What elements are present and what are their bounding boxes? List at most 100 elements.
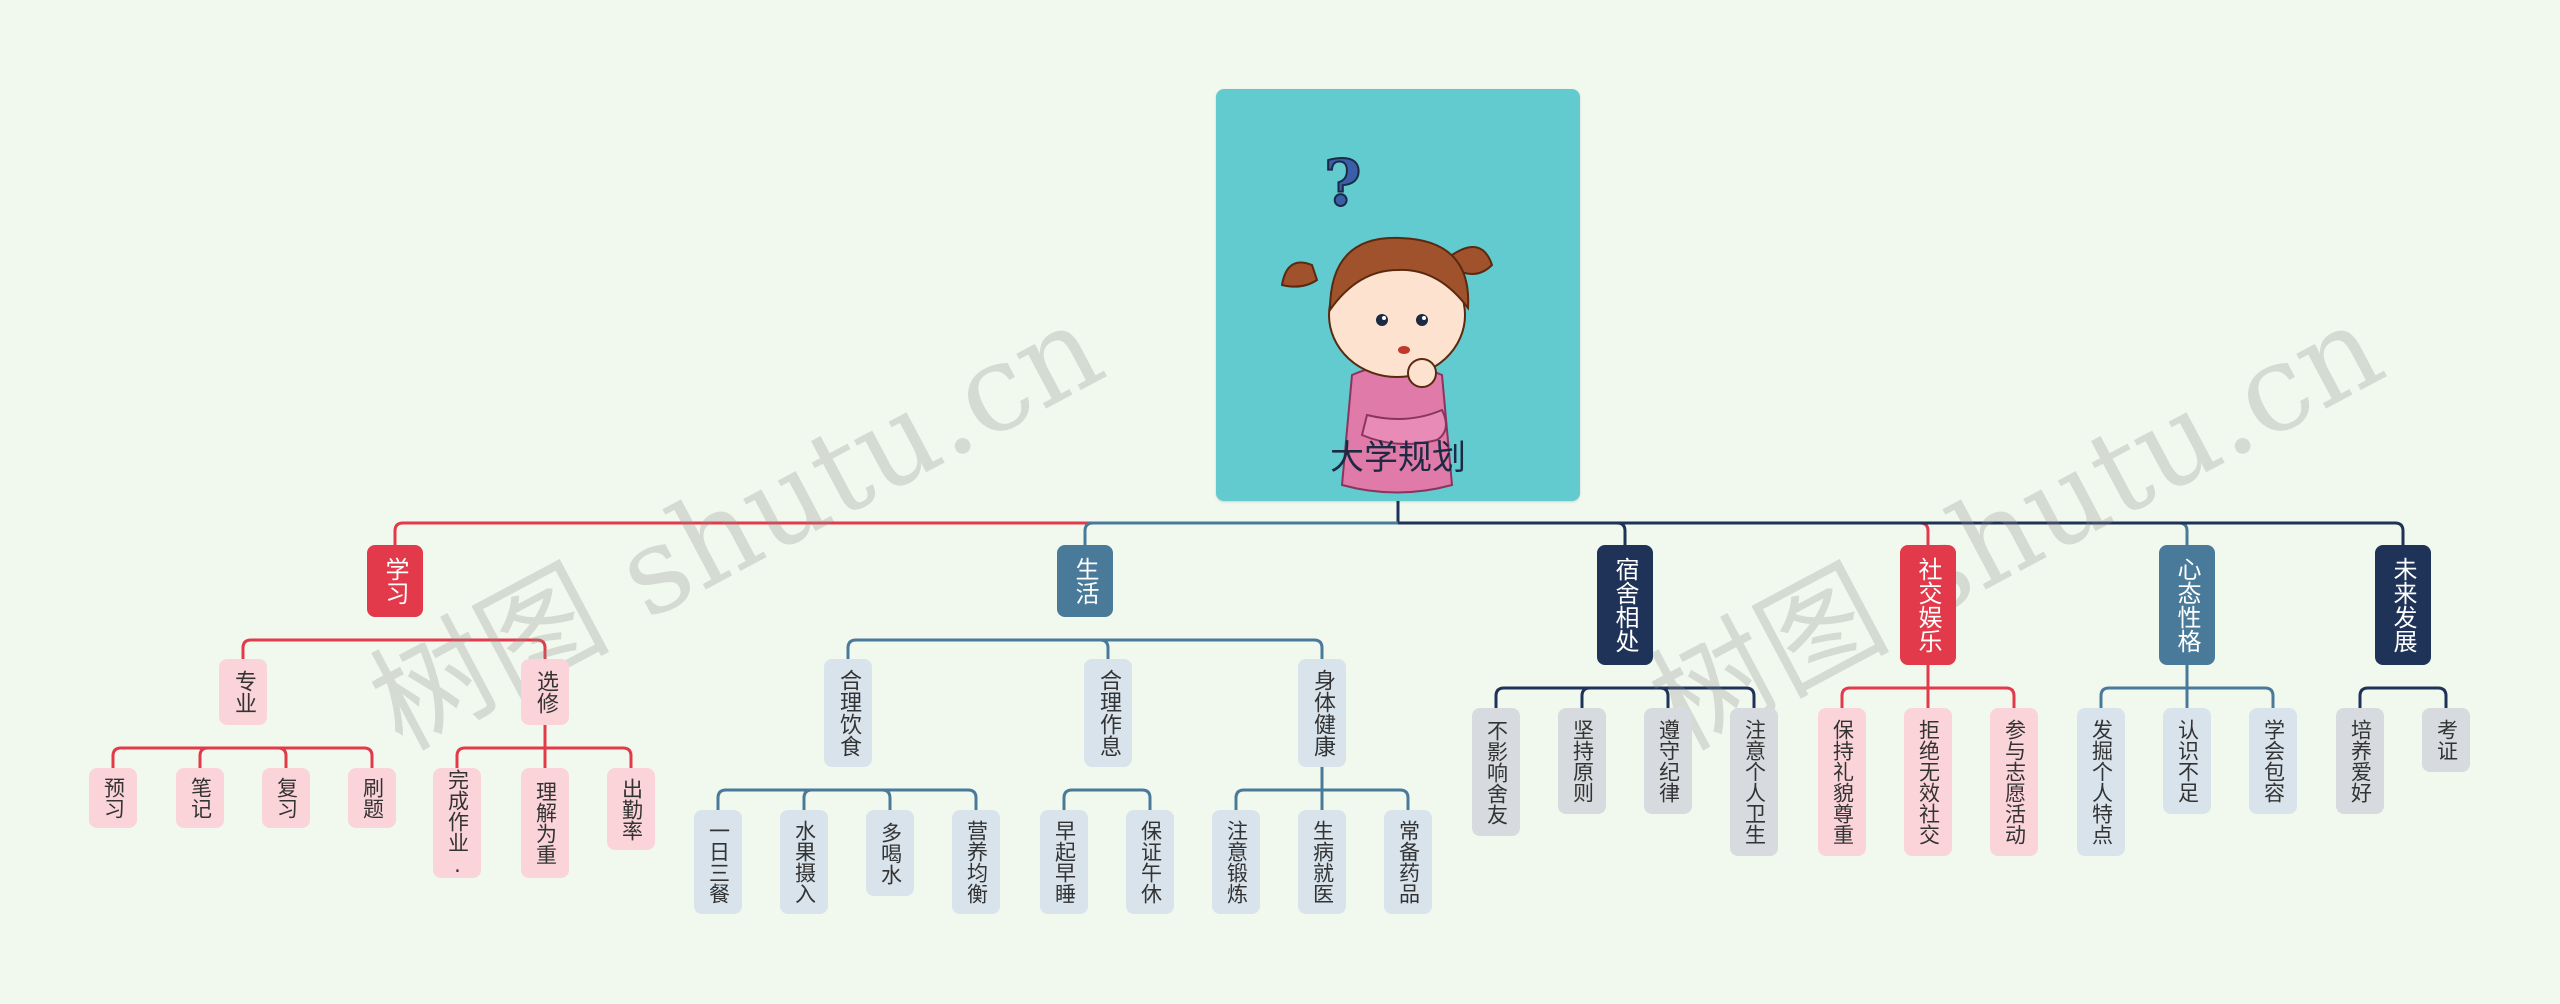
subnode-2-0[interactable]: 不影响舍友 (1472, 708, 1520, 836)
leaf-connector-1-0-0 (716, 788, 848, 810)
root-node[interactable]: ? 大学规划 (1216, 89, 1580, 501)
subnode-0-1[interactable]: 选修 (521, 659, 569, 725)
branch-1-label: 生活 (1071, 557, 1099, 605)
leaf-1-1-1[interactable]: 保证午休 (1126, 810, 1174, 914)
leaf-1-0-0[interactable]: 一日三餐 (694, 810, 742, 914)
sub-connector-2-3 (1625, 686, 1756, 708)
subnode-0-0[interactable]: 专业 (219, 659, 267, 725)
branch-1[interactable]: 生活 (1057, 545, 1113, 617)
leaf-0-0-3[interactable]: 刷题 (348, 768, 396, 828)
subnode-1-1[interactable]: 合理作息 (1084, 659, 1132, 767)
subnode-1-0[interactable]: 合理饮食 (824, 659, 872, 767)
leaf-1-1-0-label: 早起早睡 (1052, 820, 1077, 904)
sub-connector-3-0 (1840, 686, 1928, 708)
leaf-1-2-2-label: 常备药品 (1396, 820, 1421, 904)
branch-2-label: 宿舍相处 (1611, 557, 1639, 653)
branch-connector-1 (1083, 521, 1398, 545)
leaf-connector-1-0-2 (848, 788, 892, 810)
branch-3[interactable]: 社交娱乐 (1900, 545, 1956, 665)
leaf-0-0-2[interactable]: 复习 (262, 768, 310, 828)
subnode-2-2-label: 遵守纪律 (1656, 719, 1681, 803)
leaf-1-0-3[interactable]: 营养均衡 (952, 810, 1000, 914)
sub-connector-5-1 (2403, 686, 2448, 708)
branch-0-label: 学习 (381, 557, 409, 605)
branch-5[interactable]: 未来发展 (2375, 545, 2431, 665)
leaf-0-0-1[interactable]: 笔记 (176, 768, 224, 828)
leaf-connector-0-1-2 (545, 746, 633, 768)
subnode-4-1[interactable]: 认识不足 (2163, 708, 2211, 814)
subnode-2-1-label: 坚持原则 (1570, 719, 1595, 803)
leaf-0-1-1-label: 理解为重 (533, 781, 558, 865)
subnode-4-2-label: 学会包容 (2261, 719, 2286, 803)
leaf-connector-1-2-0 (1234, 788, 1322, 810)
subnode-4-2[interactable]: 学会包容 (2249, 708, 2297, 814)
subnode-3-1[interactable]: 拒绝无效社交 (1904, 708, 1952, 856)
sub-connector-5-0 (2358, 686, 2403, 708)
subnode-1-0-label: 合理饮食 (836, 669, 861, 757)
subnode-4-0-label: 发掘个人特点 (2089, 719, 2114, 845)
sub-connector-1-0 (846, 638, 1085, 659)
branch-4[interactable]: 心态性格 (2159, 545, 2215, 665)
leaf-0-1-2-label: 出勤率 (619, 777, 644, 841)
leaf-1-2-0[interactable]: 注意锻炼 (1212, 810, 1260, 914)
subnode-4-0[interactable]: 发掘个人特点 (2077, 708, 2125, 856)
leaf-0-0-0-label: 预习 (101, 777, 126, 819)
subnode-2-3-label: 注意个人卫生 (1742, 719, 1767, 845)
leaf-1-0-2-label: 多喝水 (878, 821, 903, 885)
branch-4-label: 心态性格 (2173, 557, 2201, 653)
subnode-3-2[interactable]: 参与志愿活动 (1990, 708, 2038, 856)
leaf-connector-1-2-2 (1322, 788, 1410, 810)
subnode-2-1[interactable]: 坚持原则 (1558, 708, 1606, 814)
sub-connector-2-0 (1494, 686, 1625, 708)
subnode-2-0-label: 不影响舍友 (1484, 719, 1509, 825)
leaf-0-1-2[interactable]: 出勤率 (607, 768, 655, 850)
leaf-0-1-0[interactable]: 完成作业. (433, 768, 481, 878)
sub-connector-1-1 (1085, 638, 1110, 659)
subnode-2-2[interactable]: 遵守纪律 (1644, 708, 1692, 814)
leaf-0-0-0[interactable]: 预习 (89, 768, 137, 828)
leaf-1-2-2[interactable]: 常备药品 (1384, 810, 1432, 914)
leaf-1-2-1-label: 生病就医 (1310, 820, 1335, 904)
branch-5-label: 未来发展 (2389, 557, 2417, 653)
subnode-3-0[interactable]: 保持礼貌尊重 (1818, 708, 1866, 856)
leaf-connector-0-0-1 (198, 746, 243, 768)
subnode-5-1[interactable]: 考证 (2422, 708, 2470, 772)
branch-connector-5 (1398, 521, 2405, 545)
subnode-4-1-label: 认识不足 (2175, 719, 2200, 803)
leaf-0-1-0-label: 完成作业. (445, 769, 470, 877)
branch-2[interactable]: 宿舍相处 (1597, 545, 1653, 665)
leaf-1-2-1[interactable]: 生病就医 (1298, 810, 1346, 914)
sub-connector-0-1 (395, 638, 547, 659)
sub-connector-2-2 (1625, 686, 1670, 708)
subnode-5-0-label: 培养爱好 (2348, 719, 2373, 803)
leaf-connector-0-1-0 (455, 746, 545, 768)
subnode-3-1-label: 拒绝无效社交 (1916, 719, 1941, 845)
branch-0[interactable]: 学习 (367, 545, 423, 617)
subnode-1-1-label: 合理作息 (1096, 669, 1121, 757)
sub-connector-3-2 (1928, 686, 2016, 708)
leaf-1-0-1[interactable]: 水果摄入 (780, 810, 828, 914)
subnode-1-2[interactable]: 身体健康 (1298, 659, 1346, 767)
leaf-0-0-2-label: 复习 (274, 777, 299, 819)
leaf-0-1-1[interactable]: 理解为重 (521, 768, 569, 878)
branch-connector-0 (393, 521, 1398, 545)
subnode-3-0-label: 保持礼貌尊重 (1830, 719, 1855, 845)
subnode-0-0-label: 专业 (231, 670, 256, 714)
subnode-5-0[interactable]: 培养爱好 (2336, 708, 2384, 814)
leaf-connector-0-0-0 (111, 746, 243, 768)
subnode-3-2-label: 参与志愿活动 (2002, 719, 2027, 845)
leaf-1-1-1-label: 保证午休 (1138, 820, 1163, 904)
leaf-1-0-3-label: 营养均衡 (964, 820, 989, 904)
leaf-1-0-2[interactable]: 多喝水 (866, 810, 914, 896)
svg-text:?: ? (1324, 146, 1362, 221)
branch-3-label: 社交娱乐 (1914, 557, 1942, 653)
leaf-connector-1-1-1 (1108, 788, 1152, 810)
subnode-1-2-label: 身体健康 (1310, 669, 1335, 757)
leaf-connector-1-0-1 (802, 788, 848, 810)
leaf-1-1-0[interactable]: 早起早睡 (1040, 810, 1088, 914)
subnode-2-3[interactable]: 注意个人卫生 (1730, 708, 1778, 856)
subnode-5-1-label: 考证 (2434, 719, 2459, 761)
branch-connector-2 (1398, 521, 1627, 545)
